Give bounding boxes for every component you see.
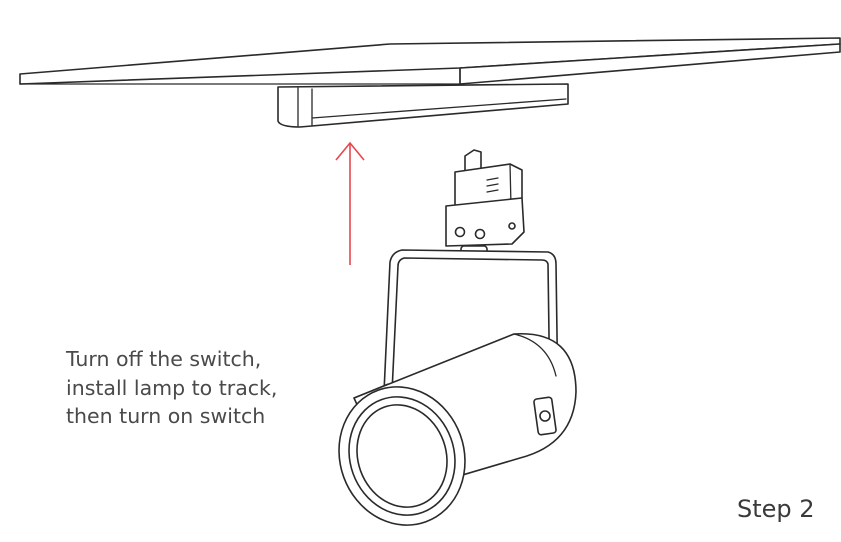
instruction-line: then turn on switch bbox=[66, 404, 266, 428]
step-label: Step 2 bbox=[737, 495, 815, 523]
lighting-track bbox=[277, 83, 569, 128]
track-adapter bbox=[445, 149, 525, 259]
instruction-text: Turn off the switch, install lamp to tra… bbox=[66, 345, 356, 431]
instruction-line: Turn off the switch, bbox=[66, 347, 262, 371]
lamp-lens bbox=[338, 386, 466, 526]
ceiling-panel bbox=[19, 37, 841, 85]
instruction-line: install lamp to track, bbox=[66, 375, 278, 400]
up-arrow-icon bbox=[335, 141, 365, 265]
